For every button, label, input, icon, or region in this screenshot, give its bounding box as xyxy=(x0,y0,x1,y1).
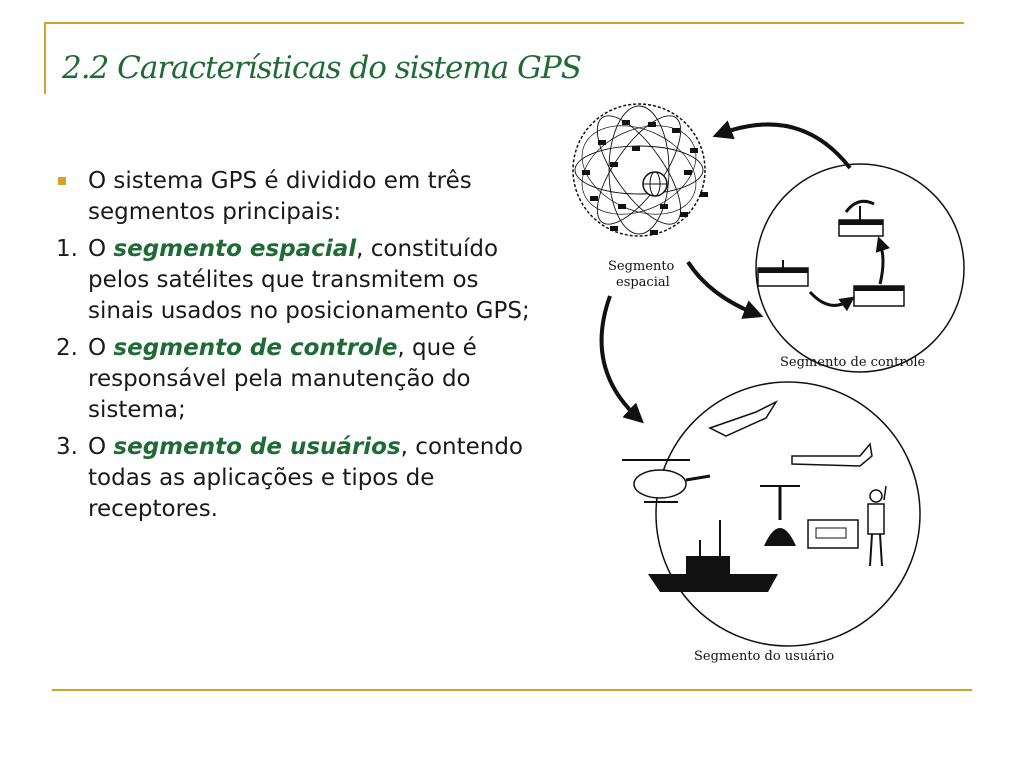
item-term: segmento espacial xyxy=(113,236,357,262)
space-segment-globe xyxy=(572,103,708,237)
diagram-svg: Segmento espacial Segmento de co xyxy=(572,103,965,664)
arrow-space-to-user-icon xyxy=(599,295,644,424)
arrow-space-to-control-icon xyxy=(686,260,764,319)
control-segment-circle xyxy=(755,163,965,373)
user-segment-label: Segmento do usuário xyxy=(694,649,834,664)
antenna-mast-icon xyxy=(760,485,800,546)
item-number: 3. xyxy=(56,434,78,460)
item-number: 2. xyxy=(56,335,78,361)
receiver-box-icon xyxy=(807,519,859,549)
space-shuttle-icon xyxy=(708,400,779,437)
item-lead: O xyxy=(88,236,107,262)
monitor-station-icon xyxy=(853,285,905,307)
item-rest: , contendo todas as aplicações e tipos d… xyxy=(88,434,524,522)
slide-title: 2.2 Características do sistema GPS xyxy=(62,50,582,86)
side-rule xyxy=(44,22,46,94)
user-segment-circle xyxy=(622,381,921,647)
gps-segments-diagram: Segmento espacial Segmento de co xyxy=(560,100,980,670)
item-lead: O xyxy=(88,335,107,361)
list-item-user-segment: 3. O segmento de usuários, contendo toda… xyxy=(56,432,536,525)
top-rule xyxy=(44,22,964,24)
person-receiver-icon xyxy=(867,485,887,567)
space-segment-label-line1: Segmento xyxy=(608,259,675,274)
item-number: 1. xyxy=(56,236,78,262)
intro-bullet: O sistema GPS é dividido em três segment… xyxy=(56,166,536,228)
item-lead: O xyxy=(88,434,107,460)
satellite-dish-icon xyxy=(838,199,884,237)
airplane-icon xyxy=(791,442,873,467)
bottom-rule xyxy=(52,689,972,691)
item-term: segmento de controle xyxy=(113,335,398,361)
item-rest: , que é responsável pela manutenção do s… xyxy=(88,335,477,423)
list-item-space-segment: 1. O segmento espacial, constituído pelo… xyxy=(56,234,536,327)
list-item-control-segment: 2. O segmento de controle, que é respons… xyxy=(56,333,536,426)
item-term: segmento de usuários xyxy=(113,434,401,460)
item-rest: , constituído pelos satélites que transm… xyxy=(88,236,530,324)
satellite-icons xyxy=(582,120,708,235)
ship-icon xyxy=(648,520,778,592)
slide-content: O sistema GPS é dividido em três segment… xyxy=(56,166,536,531)
control-segment-label: Segmento de controle xyxy=(780,355,926,370)
intro-text: O sistema GPS é dividido em três segment… xyxy=(88,168,472,225)
arrow-control-to-space-icon xyxy=(712,120,852,170)
control-station-icon xyxy=(757,260,809,287)
space-segment-label-line2: espacial xyxy=(616,275,670,290)
helicopter-icon xyxy=(622,459,711,503)
square-bullet-icon xyxy=(58,177,66,185)
